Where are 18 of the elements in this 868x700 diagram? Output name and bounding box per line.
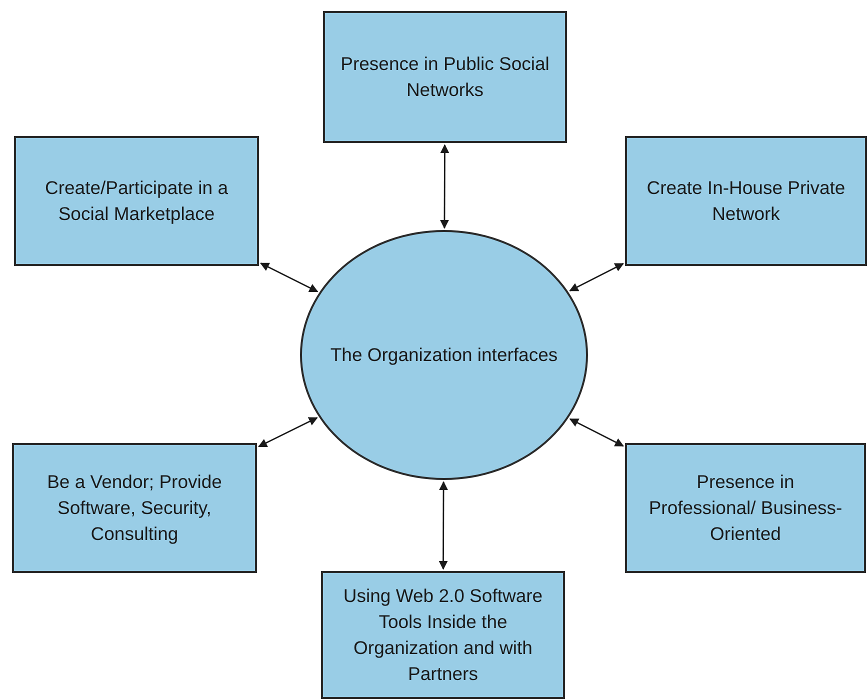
node-text: The Organization interfaces xyxy=(330,343,558,368)
topic-box xyxy=(323,11,567,143)
double-arrow xyxy=(440,144,450,229)
node-text: Be a Vendor; Provide Software, Security, Consulting xyxy=(46,470,223,546)
double-arrow xyxy=(438,481,448,570)
double-arrow xyxy=(569,262,624,292)
node-text: Create In-House Private Network xyxy=(646,176,846,226)
topic-box xyxy=(12,443,257,573)
topic-box xyxy=(625,136,867,266)
node-text: Using Web 2.0 Software Tools Inside the Organization and with Partners xyxy=(342,584,544,686)
double-arrow xyxy=(260,262,318,292)
topic-box xyxy=(14,136,259,266)
node-text: Create/Participate in a Social Marketplace xyxy=(44,176,230,226)
double-arrow xyxy=(258,417,318,448)
node-text: Presence in Public Social Networks xyxy=(340,52,550,102)
node-text: Presence in Professional/ Business-Oriented xyxy=(648,470,844,546)
topic-box xyxy=(321,571,565,699)
topic-box xyxy=(625,443,866,573)
